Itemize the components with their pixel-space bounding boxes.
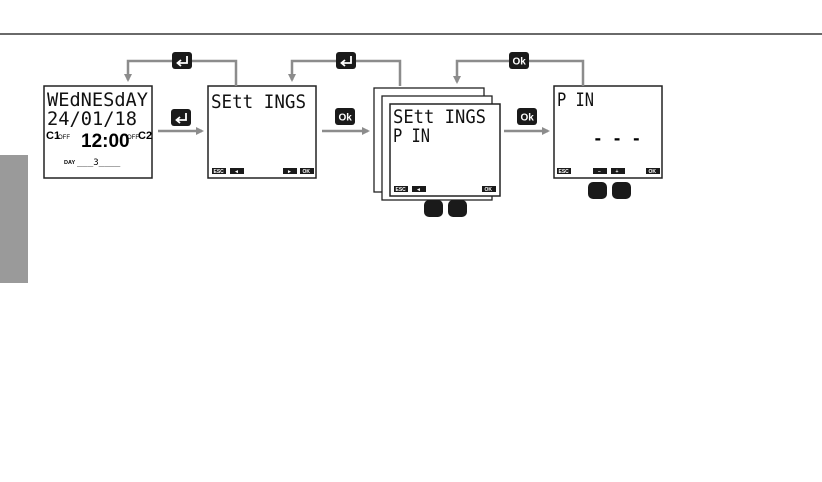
screen-settings-pin-stack: SEtt INGS P IN ESC ◄ OK xyxy=(374,88,500,200)
svg-text:◄: ◄ xyxy=(234,169,239,175)
home-day-label: DAY xyxy=(64,160,75,166)
softkey-esc[interactable]: ESC xyxy=(394,186,408,193)
side-tab xyxy=(0,155,28,283)
screen-home: WEdNESdAY 24/01/18 C1 OFF 12:00 OFF C2 D… xyxy=(44,86,152,178)
softkey-ok[interactable]: OK xyxy=(482,186,496,193)
enter-key-icon xyxy=(172,52,192,69)
pin-title: P IN xyxy=(557,89,594,111)
svg-text:Ok: Ok xyxy=(521,113,535,124)
round-key-left[interactable] xyxy=(424,200,443,217)
softkey-left[interactable]: ◄ xyxy=(412,186,426,193)
softkey-ok[interactable]: OK xyxy=(300,168,314,175)
enter-key-icon xyxy=(171,109,191,126)
softkey-left[interactable]: ◄ xyxy=(230,168,244,175)
softkey-minus[interactable]: − xyxy=(593,168,607,175)
svg-text:+: + xyxy=(616,169,619,175)
svg-text:◄: ◄ xyxy=(416,187,421,193)
round-key-plus[interactable] xyxy=(612,182,631,199)
svg-text:OK: OK xyxy=(303,169,311,175)
round-key-right[interactable] xyxy=(448,200,467,217)
home-date: 24/01/18 xyxy=(47,108,137,130)
svg-text:►: ► xyxy=(287,169,292,175)
enter-key-icon xyxy=(336,52,356,69)
softkey-ok[interactable]: OK xyxy=(646,168,660,175)
screen-settings: SEtt INGS ESC ◄ ► OK xyxy=(208,86,316,178)
home-time: 12:00 xyxy=(81,131,130,152)
pin-digits: - - - xyxy=(593,129,641,148)
softkey-right[interactable]: ► xyxy=(283,168,297,175)
svg-text:OK: OK xyxy=(649,169,657,175)
screen-pin: P IN - - - ESC − + OK xyxy=(554,86,662,178)
softkey-esc[interactable]: ESC xyxy=(557,168,571,175)
ok-key-icon: Ok xyxy=(509,52,529,69)
svg-text:ESC: ESC xyxy=(396,187,407,193)
home-day-value: ___3____ xyxy=(77,158,121,168)
svg-text:−: − xyxy=(598,169,601,175)
svg-text:ESC: ESC xyxy=(214,169,225,175)
stack-pin-item: P IN xyxy=(393,125,430,147)
svg-text:ESC: ESC xyxy=(559,169,570,175)
home-c2-label: C2 xyxy=(138,130,152,142)
round-key-minus[interactable] xyxy=(588,182,607,199)
svg-text:Ok: Ok xyxy=(339,113,353,124)
ok-key-icon: Ok xyxy=(335,108,355,125)
svg-text:Ok: Ok xyxy=(513,57,527,68)
ok-key-icon: Ok xyxy=(517,108,537,125)
softkey-esc[interactable]: ESC xyxy=(212,168,226,175)
settings-title: SEtt INGS xyxy=(211,91,306,113)
svg-text:OK: OK xyxy=(485,187,493,193)
softkey-plus[interactable]: + xyxy=(611,168,625,175)
home-off-left: OFF xyxy=(58,135,70,141)
